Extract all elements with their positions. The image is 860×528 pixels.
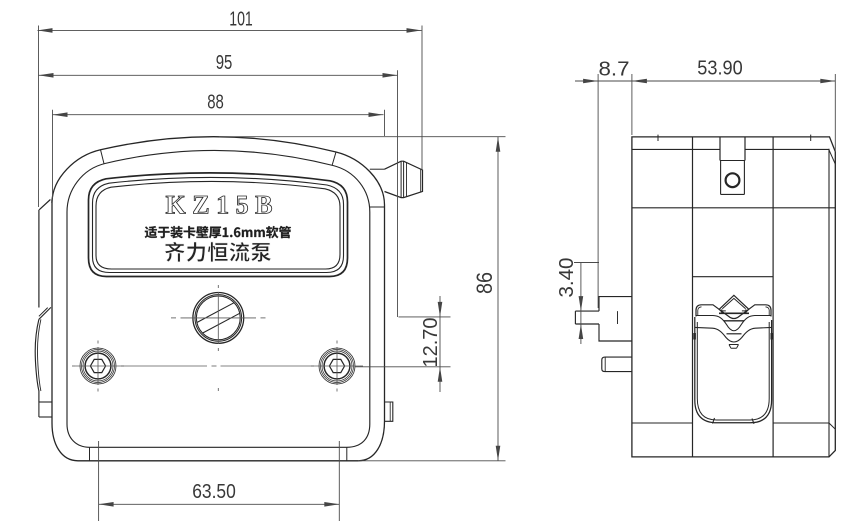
svg-text:101: 101 [229, 9, 253, 31]
svg-text:88: 88 [207, 91, 224, 113]
svg-text:8.7: 8.7 [599, 59, 630, 81]
svg-text:86: 86 [472, 272, 497, 294]
svg-text:53.90: 53.90 [697, 58, 742, 80]
svg-text:63.50: 63.50 [192, 481, 236, 503]
svg-text:95: 95 [216, 52, 233, 74]
svg-text:12.70: 12.70 [420, 318, 442, 368]
svg-text:3.40: 3.40 [556, 258, 578, 298]
svg-text:KZ15B: KZ15B [166, 191, 273, 220]
